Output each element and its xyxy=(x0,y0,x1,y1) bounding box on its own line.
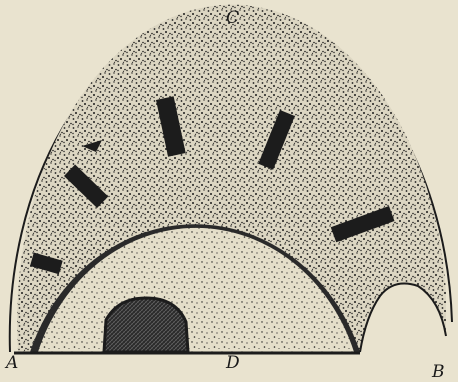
label-a: A xyxy=(6,355,18,372)
bottom-arch-opening xyxy=(104,298,188,352)
label-c: C xyxy=(226,10,239,27)
label-d: D xyxy=(226,355,240,372)
label-b: B xyxy=(432,364,445,381)
